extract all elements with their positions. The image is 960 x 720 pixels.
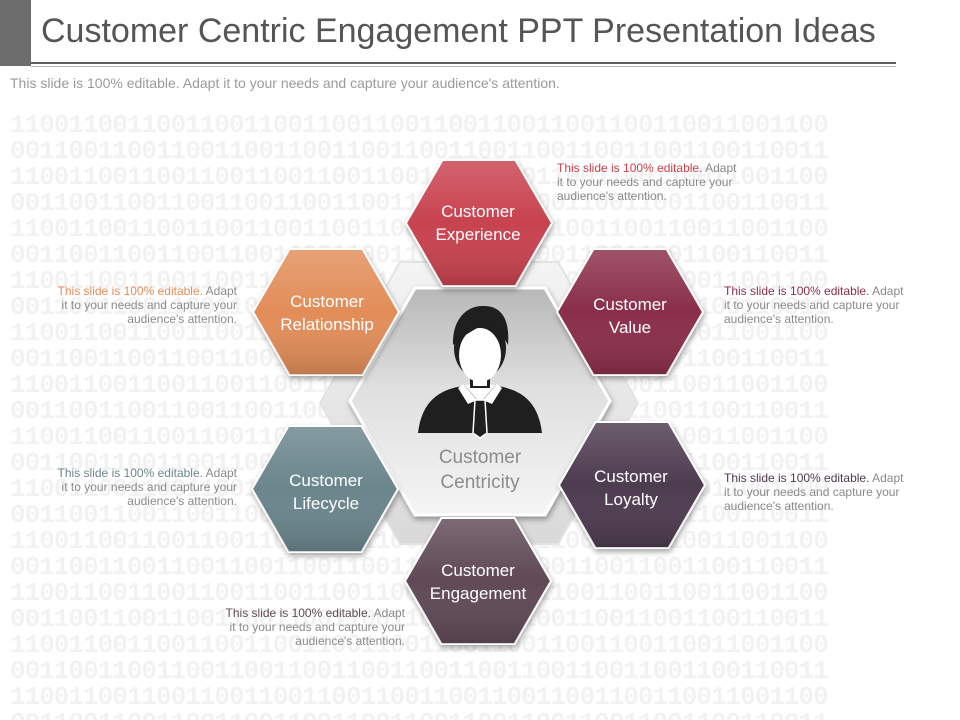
hex-label-relationship-line1: Customer — [290, 292, 364, 311]
hexagon-engagement-shading — [405, 518, 551, 644]
binary-background-pattern: 1100110011001100110011001100110011001100… — [10, 112, 829, 720]
hex-label-lifecycle-line2: Lifecycle — [292, 494, 360, 513]
note-value-highlight: This slide is 100% editable. — [724, 284, 870, 298]
hex-label-value-line1: Customer — [593, 295, 667, 314]
note-lifecycle-text: Adapt it to your needs and capture your … — [61, 466, 237, 508]
hex-label-lifecycle-line1: Customer — [289, 471, 363, 490]
note-loyalty-highlight: This slide is 100% editable. — [724, 471, 870, 485]
hex-label-loyalty-line2: Loyalty — [604, 490, 658, 509]
note-relationship: This slide is 100% editable. Adapt it to… — [52, 284, 237, 326]
center-label-line2: Centricity — [440, 472, 520, 493]
hex-label-relationship: Customer Relationship — [257, 290, 397, 336]
hex-label-engagement-line2: Engagement — [429, 584, 527, 603]
note-value: This slide is 100% editable. Adapt it to… — [724, 284, 909, 326]
note-engagement-highlight: This slide is 100% editable. — [225, 606, 371, 620]
hex-label-loyalty: Customer Loyalty — [561, 465, 701, 511]
note-relationship-text: Adapt it to your needs and capture your … — [61, 284, 237, 326]
note-experience-highlight: This slide is 100% editable. — [557, 161, 703, 175]
hexagon-relationship-shading — [253, 249, 399, 375]
hex-label-relationship-line2: Relationship — [280, 315, 374, 334]
hex-label-loyalty-line1: Customer — [594, 467, 668, 486]
note-experience-text: Adapt it to your needs and capture your … — [557, 161, 737, 203]
hex-label-experience-line1: Customer — [441, 202, 515, 221]
note-engagement-text: Adapt it to your needs and capture your … — [229, 606, 405, 648]
note-lifecycle: This slide is 100% editable. Adapt it to… — [52, 466, 237, 508]
note-lifecycle-highlight: This slide is 100% editable. — [57, 466, 203, 480]
title-rule — [31, 62, 896, 64]
note-experience: This slide is 100% editable. Adapt it to… — [557, 161, 742, 203]
hexagon-value-shading — [557, 249, 703, 375]
note-value-text: Adapt it to your needs and capture your … — [724, 284, 904, 326]
hex-label-engagement-line1: Customer — [441, 561, 515, 580]
title-rule-thin — [31, 66, 896, 67]
hex-label-engagement: Customer Engagement — [408, 559, 548, 605]
center-label: Customer Centricity — [395, 445, 565, 495]
hex-label-value-line2: Value — [608, 318, 652, 337]
center-label-line1: Customer — [438, 447, 522, 468]
hexagon-lifecycle-shading — [252, 426, 398, 552]
hexagon-experience-shading — [406, 160, 552, 286]
note-relationship-highlight: This slide is 100% editable. — [57, 284, 203, 298]
businessman-icon — [418, 305, 542, 439]
hex-label-value: Customer Value — [560, 293, 700, 339]
hex-label-lifecycle: Customer Lifecycle — [256, 469, 396, 515]
hex-label-experience-line2: Experience — [435, 225, 521, 244]
note-loyalty: This slide is 100% editable. Adapt it to… — [724, 471, 909, 513]
page-title: Customer Centric Engagement PPT Presenta… — [41, 12, 876, 50]
hexagon-loyalty-shading — [559, 422, 705, 548]
subtitle: This slide is 100% editable. Adapt it to… — [10, 75, 560, 91]
note-engagement: This slide is 100% editable. Adapt it to… — [220, 606, 405, 648]
title-bar: Customer Centric Engagement PPT Presenta… — [0, 0, 960, 68]
note-loyalty-text: Adapt it to your needs and capture your … — [724, 471, 904, 513]
hex-label-experience: Customer Experience — [408, 200, 548, 246]
title-accent-block — [0, 0, 31, 66]
